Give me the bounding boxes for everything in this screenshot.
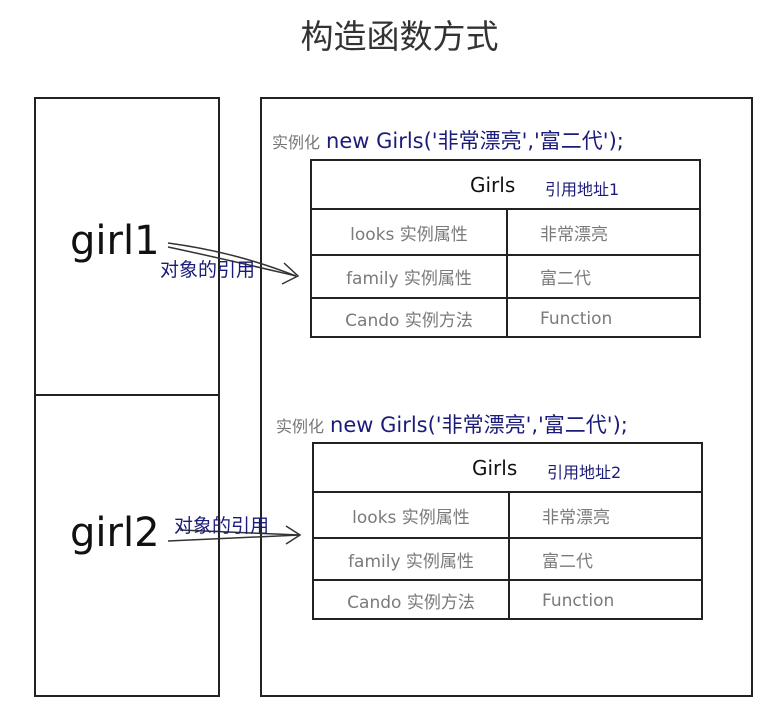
property-key: family 实例属性 [312, 256, 508, 297]
object-header: Girls 引用地址1 [312, 161, 699, 210]
arrow-girl2 [167, 525, 302, 545]
class-name: Girls [472, 456, 518, 480]
property-value: Function [540, 308, 613, 329]
instantiation-1: 实例化 new Girls('非常漂亮','富二代'); [272, 125, 624, 155]
table-row: Cando 实例方法 Function [314, 581, 701, 620]
property-key: looks 实例属性 [314, 493, 510, 537]
reference-address: 引用地址2 [547, 463, 622, 482]
instantiation-2: 实例化 new Girls('非常漂亮','富二代'); [276, 409, 628, 439]
reference-address: 引用地址1 [545, 180, 620, 199]
object-girl2: Girls 引用地址2 looks 实例属性 非常漂亮 family 实例属性 … [312, 442, 703, 620]
table-row: family 实例属性 富二代 [312, 256, 699, 299]
property-value: Function [542, 590, 615, 611]
instantiate-code: new Girls('非常漂亮','富二代'); [330, 413, 628, 437]
instantiate-label: 实例化 [276, 417, 325, 436]
heap-memory-box [260, 97, 753, 697]
table-row: looks 实例属性 非常漂亮 [312, 210, 699, 256]
table-row: family 实例属性 富二代 [314, 539, 701, 581]
property-key: family 实例属性 [314, 539, 510, 579]
arrow-girl1 [167, 242, 300, 285]
object-header: Girls 引用地址2 [314, 444, 701, 493]
stack-memory-box [34, 97, 220, 697]
object-girl1: Girls 引用地址1 looks 实例属性 非常漂亮 family 实例属性 … [310, 159, 701, 338]
property-key: Cando 实例方法 [314, 581, 510, 620]
stack-divider [34, 394, 220, 396]
instantiate-code: new Girls('非常漂亮','富二代'); [326, 129, 624, 153]
property-key: looks 实例属性 [312, 210, 508, 254]
class-name: Girls [470, 173, 516, 197]
variable-girl1: girl1 [70, 218, 160, 264]
property-value: 富二代 [540, 269, 591, 289]
table-row: looks 实例属性 非常漂亮 [314, 493, 701, 539]
variable-girl2: girl2 [70, 510, 160, 556]
property-value: 非常漂亮 [540, 224, 608, 245]
property-value: 富二代 [542, 551, 593, 572]
reference-label-girl1: 对象的引用 [160, 259, 256, 281]
instantiate-label: 实例化 [272, 133, 321, 152]
property-key: Cando 实例方法 [312, 299, 508, 338]
reference-label-girl2: 对象的引用 [174, 515, 270, 537]
table-row: Cando 实例方法 Function [312, 299, 699, 338]
diagram-title: 构造函数方式 [300, 17, 499, 56]
property-value: 非常漂亮 [542, 507, 610, 528]
